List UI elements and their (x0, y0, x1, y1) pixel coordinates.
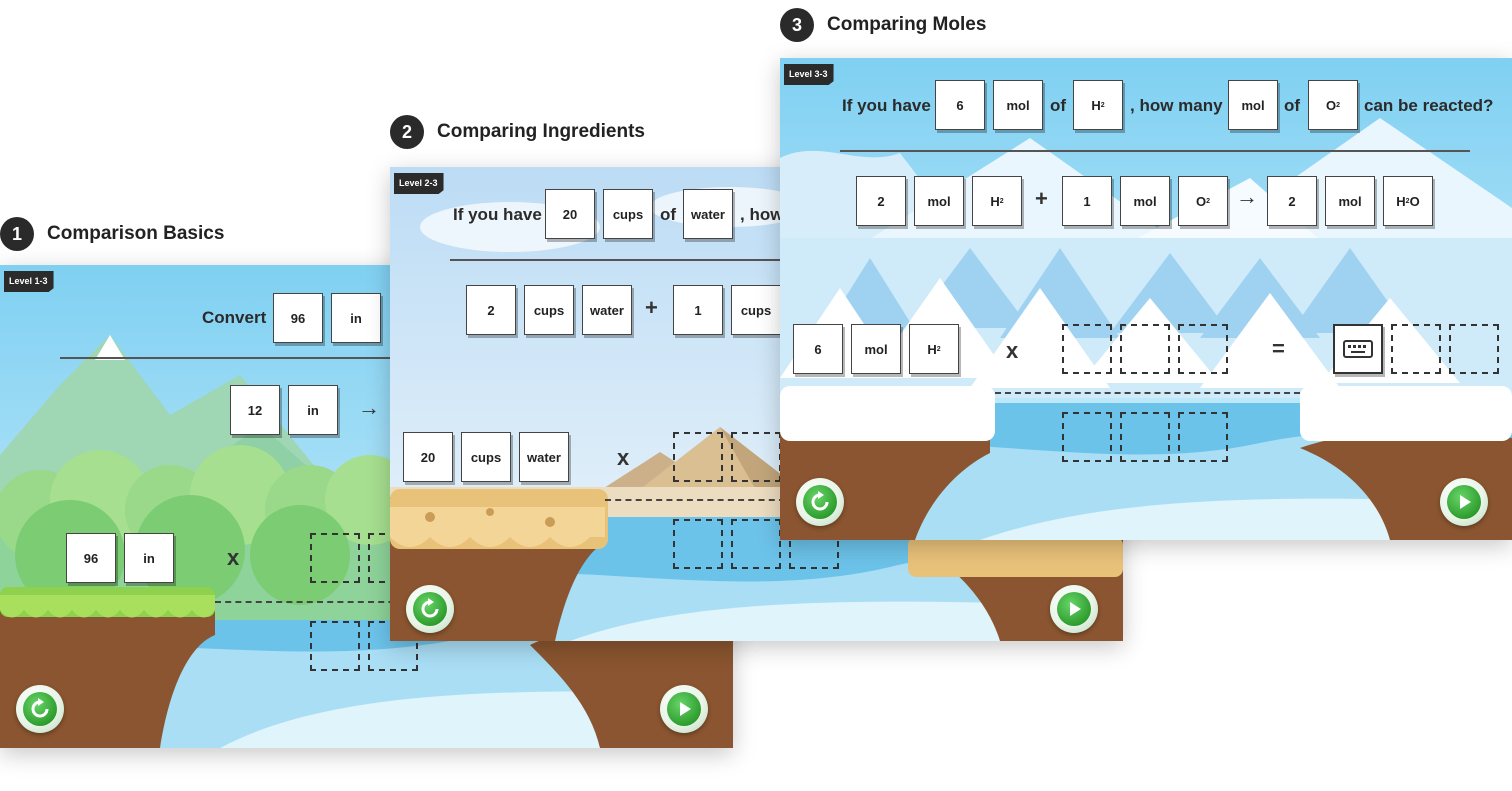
restart-icon (31, 698, 49, 718)
work-value-card[interactable]: 96 (66, 533, 116, 583)
divider-line (60, 357, 420, 359)
equation-card: 2 (466, 285, 516, 335)
prompt-of-text: of (1050, 96, 1067, 115)
work-card[interactable]: water (519, 432, 569, 482)
equation-card: 2 (856, 176, 906, 226)
section-number-badge: 1 (0, 217, 34, 251)
restart-button[interactable] (406, 585, 454, 633)
drop-slot[interactable] (731, 432, 781, 482)
equation-card: mol (1120, 176, 1170, 226)
arrow-symbol: → (1236, 184, 1258, 209)
work-card[interactable]: mol (851, 324, 901, 374)
section-number-badge: 2 (390, 115, 424, 149)
section-title: Comparison Basics (47, 223, 225, 244)
equation-card: mol (1325, 176, 1375, 226)
equation-card: water (582, 285, 632, 335)
drop-slot[interactable] (1062, 412, 1112, 462)
plus-symbol: + (1035, 186, 1048, 211)
prompt-of-text: of (660, 205, 677, 224)
multiply-symbol: x (617, 445, 630, 470)
fraction-line (215, 601, 425, 603)
section-title: Comparing Ingredients (437, 121, 645, 142)
answer-input[interactable] (1333, 324, 1383, 374)
equation-card: 1 (673, 285, 723, 335)
prompt-text: If you have (453, 205, 542, 224)
equation-value-card: 12 (230, 385, 280, 435)
drop-slot[interactable] (1391, 324, 1441, 374)
next-button[interactable] (660, 685, 708, 733)
equation-card: 1 (1062, 176, 1112, 226)
prompt-mid-text: , how many (1130, 96, 1223, 115)
prompt-tail-text: can be reacted? (1364, 96, 1494, 115)
restart-icon (421, 598, 439, 618)
prompt-unit-card: mol (993, 80, 1043, 130)
drop-slot[interactable] (310, 533, 360, 583)
prompt-text: Convert (202, 308, 267, 327)
multiply-symbol: x (1006, 338, 1019, 363)
prompt-unit-card: mol (1228, 80, 1278, 130)
drop-slot[interactable] (731, 519, 781, 569)
section-number-badge: 3 (780, 8, 814, 42)
equation-card: 2 (1267, 176, 1317, 226)
restart-button[interactable] (16, 685, 64, 733)
next-button[interactable] (1050, 585, 1098, 633)
section-title: Comparing Moles (827, 14, 987, 35)
drop-slot[interactable] (1178, 412, 1228, 462)
prompt-unit-card: cups (603, 189, 653, 239)
equation-card: mol (914, 176, 964, 226)
section-header-2: 2 Comparing Ingredients (390, 115, 645, 149)
drop-slot[interactable] (1120, 412, 1170, 462)
multiply-symbol: x (227, 545, 240, 570)
work-card[interactable]: 20 (403, 432, 453, 482)
equals-symbol: = (1272, 336, 1285, 361)
fraction-line (995, 392, 1300, 394)
level-tag: Level 1-3 (4, 271, 54, 292)
arrow-symbol: → (358, 395, 380, 420)
divider-line (840, 150, 1470, 152)
play-next-icon (1070, 602, 1081, 616)
drop-slot[interactable] (1449, 324, 1499, 374)
work-unit-card[interactable]: in (124, 533, 174, 583)
restart-icon (811, 491, 829, 511)
drop-slot[interactable] (1120, 324, 1170, 374)
work-card[interactable]: 6 (793, 324, 843, 374)
drop-slot[interactable] (1062, 324, 1112, 374)
plus-symbol: + (645, 295, 658, 320)
section-header-1: 1 Comparison Basics (0, 217, 224, 251)
equation-card: cups (524, 285, 574, 335)
prompt-unit-card: in (331, 293, 381, 343)
drop-slot[interactable] (1178, 324, 1228, 374)
prompt-text: If you have (842, 96, 931, 115)
equation-unit-card: in (288, 385, 338, 435)
play-next-icon (680, 702, 691, 716)
drop-slot[interactable] (673, 432, 723, 482)
equation-card: cups (731, 285, 781, 335)
snow-background (780, 58, 1512, 540)
next-button[interactable] (1440, 478, 1488, 526)
play-next-icon (1460, 495, 1471, 509)
keyboard-icon (1343, 340, 1373, 358)
restart-button[interactable] (796, 478, 844, 526)
level-tag: Level 3-3 (784, 64, 834, 85)
prompt-of-text: of (1284, 96, 1301, 115)
work-card[interactable]: cups (461, 432, 511, 482)
prompt-value-card: 6 (935, 80, 985, 130)
prompt-value-card: 20 (545, 189, 595, 239)
drop-slot[interactable] (310, 621, 360, 671)
drop-slot[interactable] (673, 519, 723, 569)
prompt-tail-text: , how (740, 205, 784, 224)
divider-line (450, 259, 780, 261)
level-tag: Level 2-3 (394, 173, 444, 194)
prompt-item-card: water (683, 189, 733, 239)
prompt-value-card: 96 (273, 293, 323, 343)
section-header-3: 3 Comparing Moles (780, 8, 986, 42)
fraction-line (605, 499, 785, 501)
